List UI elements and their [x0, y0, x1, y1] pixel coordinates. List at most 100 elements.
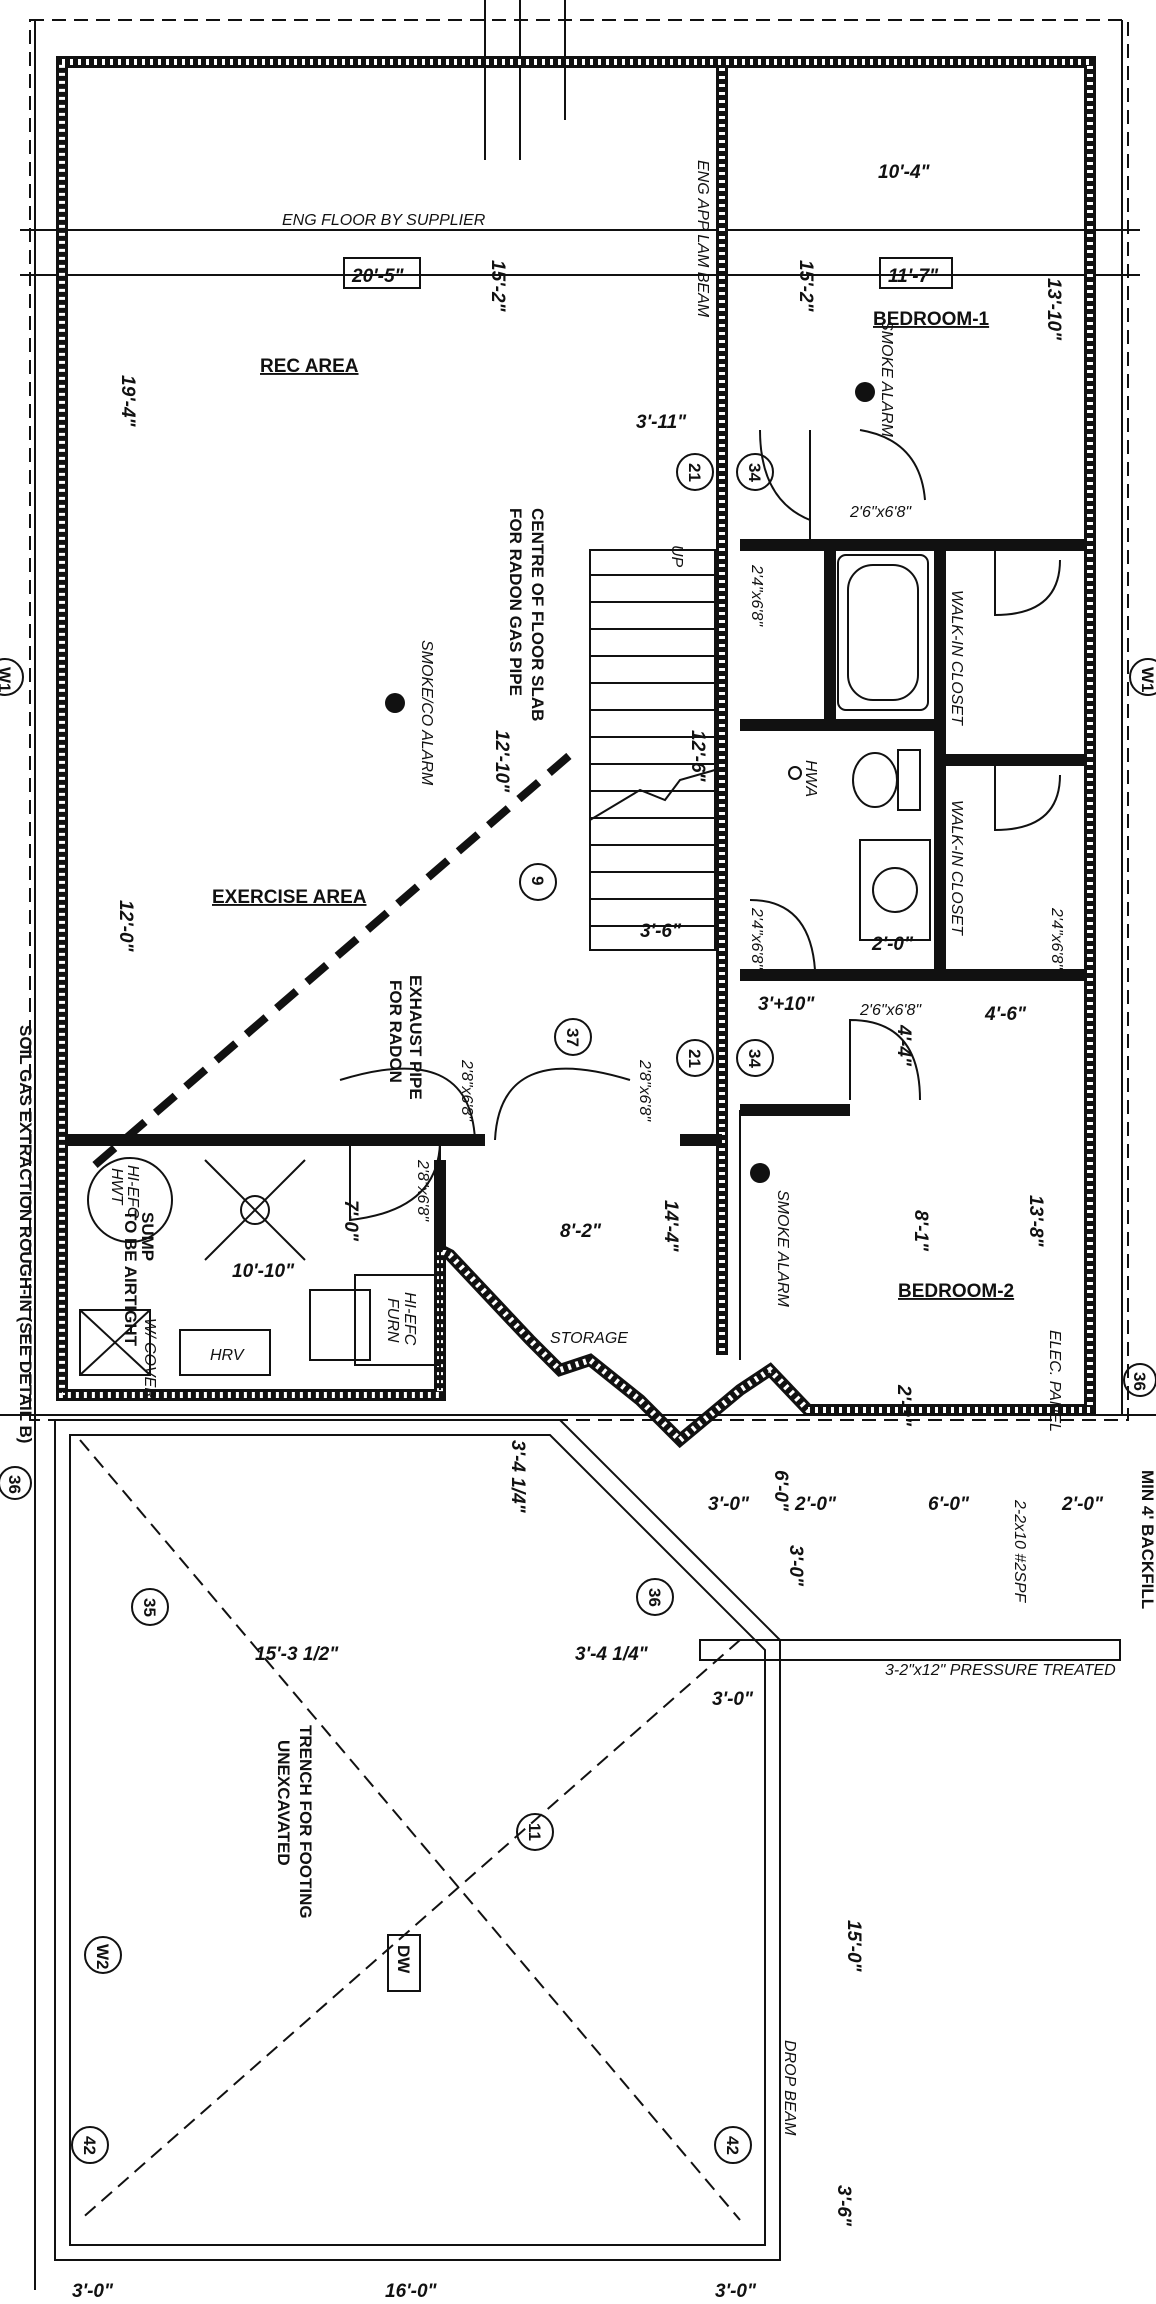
dimension: 3'-0"	[712, 1689, 754, 1710]
dimension: 4'-6"	[984, 1004, 1027, 1025]
dimension: 3'-4 1/4"	[575, 1644, 649, 1665]
dimension: 3'-6"	[640, 921, 682, 942]
dimension: 12'-0"	[115, 900, 136, 953]
note-smoke-alarm-2: SMOKE ALARM	[774, 1190, 791, 1307]
dimension: 3'-4 1/4"	[507, 1440, 528, 1514]
dimension: 20'-5"	[351, 266, 405, 287]
room-label-bedroom-1: BEDROOM-1	[873, 309, 990, 330]
radon-exhaust-pipe	[92, 751, 573, 1169]
callout-w1: W1	[1138, 667, 1156, 693]
room-label-bedroom-2: BEDROOM-2	[898, 1281, 1014, 1302]
callout-36: 36	[5, 1475, 24, 1494]
dimension: 2'-0"	[794, 1494, 837, 1515]
note-exhaust-2: FOR RADON	[386, 980, 405, 1083]
note-radon-centre-1: CENTRE OF FLOOR SLAB	[528, 508, 547, 721]
room-label-walk-in-closet-1: WALK-IN CLOSET	[948, 590, 965, 726]
dimension: 12'-6"	[687, 730, 708, 783]
note-backfill: MIN 4' BACKFILL	[1138, 1470, 1156, 1609]
note-smoke-co-alarm: SMOKE/CO ALARM	[418, 640, 435, 786]
dimension: 6'-0"	[928, 1494, 970, 1515]
door-size: 2'8"x6'8"	[458, 1059, 475, 1122]
dimension: 8'-1"	[910, 1210, 931, 1252]
note-sump-1: SUMP	[138, 1212, 157, 1261]
door-size: 2'8"x6'8"	[414, 1159, 431, 1222]
stair	[589, 549, 716, 951]
callout-42: 42	[723, 2136, 742, 2155]
room-label-rec-area: REC AREA	[260, 356, 359, 377]
note-up: UP	[668, 545, 685, 568]
callout-36: 36	[645, 1588, 664, 1607]
dimension: 11'-7"	[888, 266, 939, 287]
note-hwa: HWA	[802, 760, 819, 797]
callout-21: 21	[685, 463, 704, 482]
callout-w2: W2	[93, 1944, 112, 1970]
dimension: 4'-4"	[893, 1024, 914, 1067]
dimension: 10'-4"	[878, 162, 931, 183]
callout-36: 36	[1130, 1372, 1149, 1391]
note-eng-beam: ENG APP LAM BEAM	[694, 160, 711, 318]
dimension: 16'-0"	[385, 2281, 438, 2302]
unexcavated-area	[54, 1419, 1121, 2261]
dimension: 3'-0"	[715, 2281, 757, 2302]
callouts: 21 34 9 37 21 34 36 36 36 35 11 W2 42 42…	[0, 453, 1156, 2164]
note-hwt-2: HWT	[108, 1168, 125, 1206]
bath-fixtures	[837, 554, 931, 941]
note-soil-gas: SOIL GAS EXTRACTION ROUGH-IN (SEE DETAIL…	[16, 1025, 35, 1443]
dimension: 13'-8"	[1025, 1195, 1046, 1248]
room-label-exercise-area: EXERCISE AREA	[212, 887, 367, 908]
room-label-storage: STORAGE	[550, 1330, 628, 1347]
note-pressure-treated: 3-2"x12" PRESSURE TREATED	[885, 1662, 1116, 1679]
dimension: 6'-0"	[770, 1470, 791, 1512]
note-elec-panel: ELEC. PANEL	[1046, 1330, 1063, 1432]
note-trench-1: TRENCH FOR FOOTING	[296, 1725, 315, 1919]
note-hrv: HRV	[210, 1347, 245, 1364]
dimension: 7'-0"	[340, 1200, 361, 1242]
dimension: 3'+10"	[758, 994, 815, 1015]
callout-37: 37	[563, 1028, 582, 1047]
door-size: 2'6"x6'8"	[859, 1002, 922, 1019]
smoke-alarm-icon	[385, 693, 405, 713]
door-size: 2'6"x6'8"	[849, 504, 912, 521]
callout-11: 11	[525, 1823, 544, 1841]
dimension: 3'-0"	[708, 1494, 750, 1515]
note-exhaust-1: EXHAUST PIPE	[406, 975, 425, 1100]
callout-dw: DW	[394, 1945, 413, 1974]
callout-w1: W1	[0, 667, 14, 693]
note-sump-cover: W/ COVER	[141, 1318, 158, 1399]
note-trench-2: UNEXCAVATED	[274, 1740, 293, 1866]
dimension: 15'-0"	[843, 1920, 864, 1973]
note-smoke-alarm-1: SMOKE ALARM	[878, 320, 895, 437]
note-furn-1: HI-EFC	[401, 1292, 418, 1346]
note-lintel: 2-2x10 #2SPF	[1011, 1499, 1028, 1604]
dimension: 3'-0"	[785, 1545, 806, 1587]
callout-34: 34	[745, 463, 764, 482]
callout-35: 35	[140, 1598, 159, 1617]
dimension: 3'-11"	[636, 412, 687, 433]
smoke-alarm-icon	[855, 382, 875, 402]
note-hwt-1: HI-EFC	[124, 1165, 141, 1219]
callout-9: 9	[528, 876, 547, 885]
dimension: 13'-10"	[1043, 278, 1064, 341]
callout-21: 21	[685, 1049, 704, 1068]
dimension: 15'-2"	[795, 260, 816, 313]
dimensions: 10'-4" 20'-5" 15'-2" 15'-2" 11'-7" 13'-1…	[72, 162, 1104, 2302]
dimension: 3'-6"	[833, 2185, 854, 2227]
dimension: 2'-0"	[1061, 1494, 1104, 1515]
dimension: 2'-3"	[893, 1384, 914, 1427]
dimension: 15'-2"	[487, 260, 508, 313]
room-label-walk-in-closet-2: WALK-IN CLOSET	[948, 800, 965, 936]
note-radon-centre-2: FOR RADON GAS PIPE	[506, 508, 525, 696]
dimension: 8'-2"	[560, 1221, 602, 1242]
door-size: 2'4"x6'8"	[1048, 907, 1065, 970]
door-size: 2'4"x6'8"	[748, 564, 765, 627]
interior-walls	[68, 68, 1085, 1390]
smoke-alarm-markers	[385, 382, 875, 1183]
callout-42: 42	[80, 2136, 99, 2155]
dimension: 2'-0"	[871, 934, 914, 955]
door-size: 2'4"x6'8"	[748, 907, 765, 970]
dimension: 14'-4"	[660, 1200, 681, 1253]
door-size: 2'8"x6'8"	[636, 1059, 653, 1122]
note-sump-2: TO BE AIRTIGHT	[121, 1210, 140, 1347]
